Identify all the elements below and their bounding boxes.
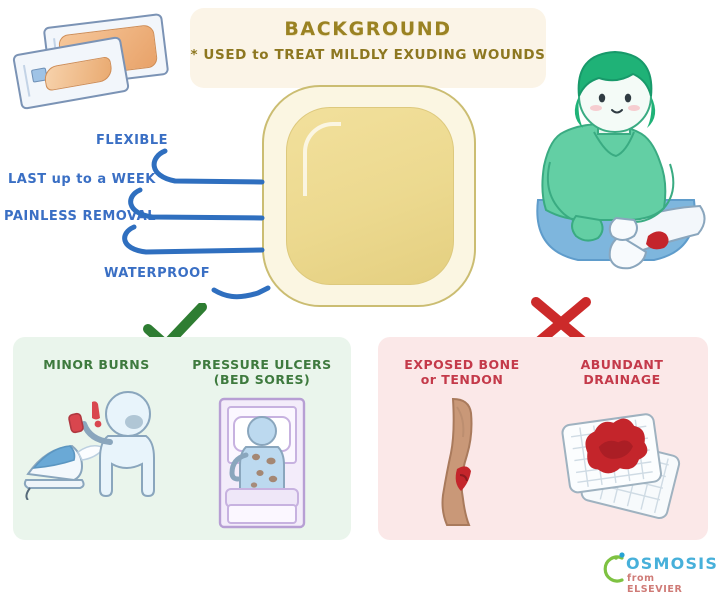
contraindication-title: ABUNDANT DRAINAGE: [580, 357, 664, 387]
contraindication-exposed-bone: EXPOSED BONE or TENDON: [386, 357, 538, 531]
osmosis-watermark: OSMOSIS from ELSEVIER: [600, 552, 717, 595]
burn-figure-icon: [23, 391, 155, 501]
dressing-package-front-icon: [11, 35, 131, 111]
contraindication-title: EXPOSED BONE or TENDON: [404, 357, 520, 387]
blood-soaked-gauze-icon: [561, 413, 681, 520]
watermark-subtitle: from ELSEVIER: [627, 573, 683, 595]
indication-pressure-ulcers: PRESSURE ULCERS (BED SORES): [181, 357, 343, 533]
indications-panel: MINOR BURNS: [13, 337, 351, 540]
dressing-pad: [286, 107, 454, 285]
hydrocolloid-dressing-graphic: [262, 85, 476, 307]
contraindication-abundant-drainage: ABUNDANT DRAINAGE: [544, 357, 700, 529]
contraindications-panel: EXPOSED BONE or TENDON ABUNDANT DRAINAGE: [378, 337, 708, 540]
background-banner: BACKGROUND * USED to TREAT MILDLY EXUDIN…: [190, 8, 546, 88]
pressure-ulcer-icon: [218, 397, 306, 529]
watermark-brand: OSMOSIS: [626, 554, 719, 573]
feature-label-removal: PAINLESS REMOVAL: [4, 209, 156, 224]
connector-waterproof: [211, 285, 271, 300]
banner-subtitle: * USED to TREAT MILDLY EXUDING WOUNDS: [190, 47, 546, 63]
feature-label-flexible: FLEXIBLE: [96, 133, 168, 148]
connector-flexible: [151, 148, 265, 185]
dressing-highlight: [303, 122, 341, 196]
package-seam: [22, 64, 31, 97]
connector-removal: [122, 224, 265, 255]
exposed-bone-leg-icon: [441, 397, 473, 526]
feature-label-duration: LAST up to a WEEK: [8, 172, 156, 187]
osmosis-logo-icon: [603, 552, 625, 583]
indication-title: MINOR BURNS: [43, 357, 150, 372]
indication-title: PRESSURE ULCERS (BED SORES): [192, 357, 332, 387]
feature-label-waterproof: WATERPROOF: [104, 266, 211, 281]
nurse-wound-care-scene: [536, 50, 706, 270]
banner-title: BACKGROUND: [284, 18, 452, 40]
hydrocolloid-pad-in-package: [42, 56, 114, 92]
indication-minor-burns: MINOR BURNS: [19, 357, 174, 504]
